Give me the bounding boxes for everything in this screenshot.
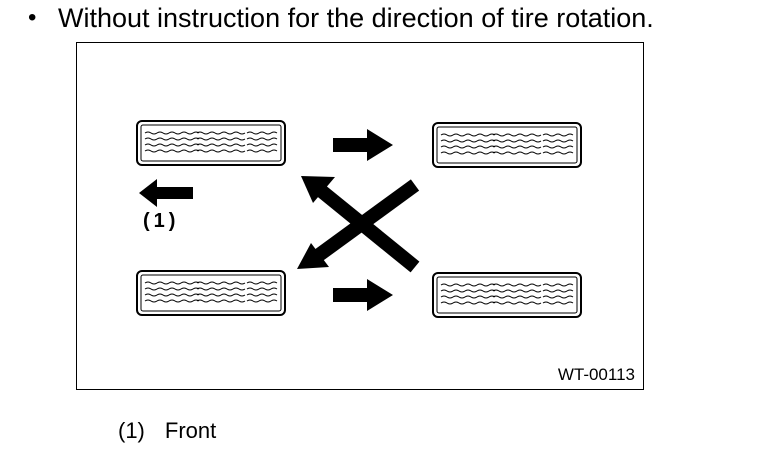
front-marker-label: (1): [143, 210, 179, 232]
legend: (1) Front: [118, 418, 216, 444]
rotation-diagram: (1): [136, 120, 582, 318]
arrow-cross-b-shaft: [314, 179, 420, 261]
tire-front-right: [432, 122, 582, 168]
arrow-top-right: [333, 129, 393, 161]
arrow-cross-b-head: [297, 243, 329, 269]
tire-rear-right: [432, 272, 582, 318]
legend-label: Front: [164, 418, 217, 443]
bullet-heading: • Without instruction for the direction …: [28, 0, 654, 36]
arrow-bottom-right: [333, 279, 393, 311]
figure-id: WT-00113: [557, 365, 635, 384]
bullet-dot: •: [28, 4, 37, 31]
tire-rotation-figure: (1) WT-00113: [76, 42, 644, 390]
arrow-cross-a-head: [301, 176, 335, 203]
legend-key: (1): [118, 418, 145, 443]
tire-rear-left: [136, 270, 286, 316]
arrow-front-direction: [139, 179, 193, 207]
tire-front-left: [136, 120, 286, 166]
heading-text: Without instruction for the direction of…: [58, 3, 654, 33]
